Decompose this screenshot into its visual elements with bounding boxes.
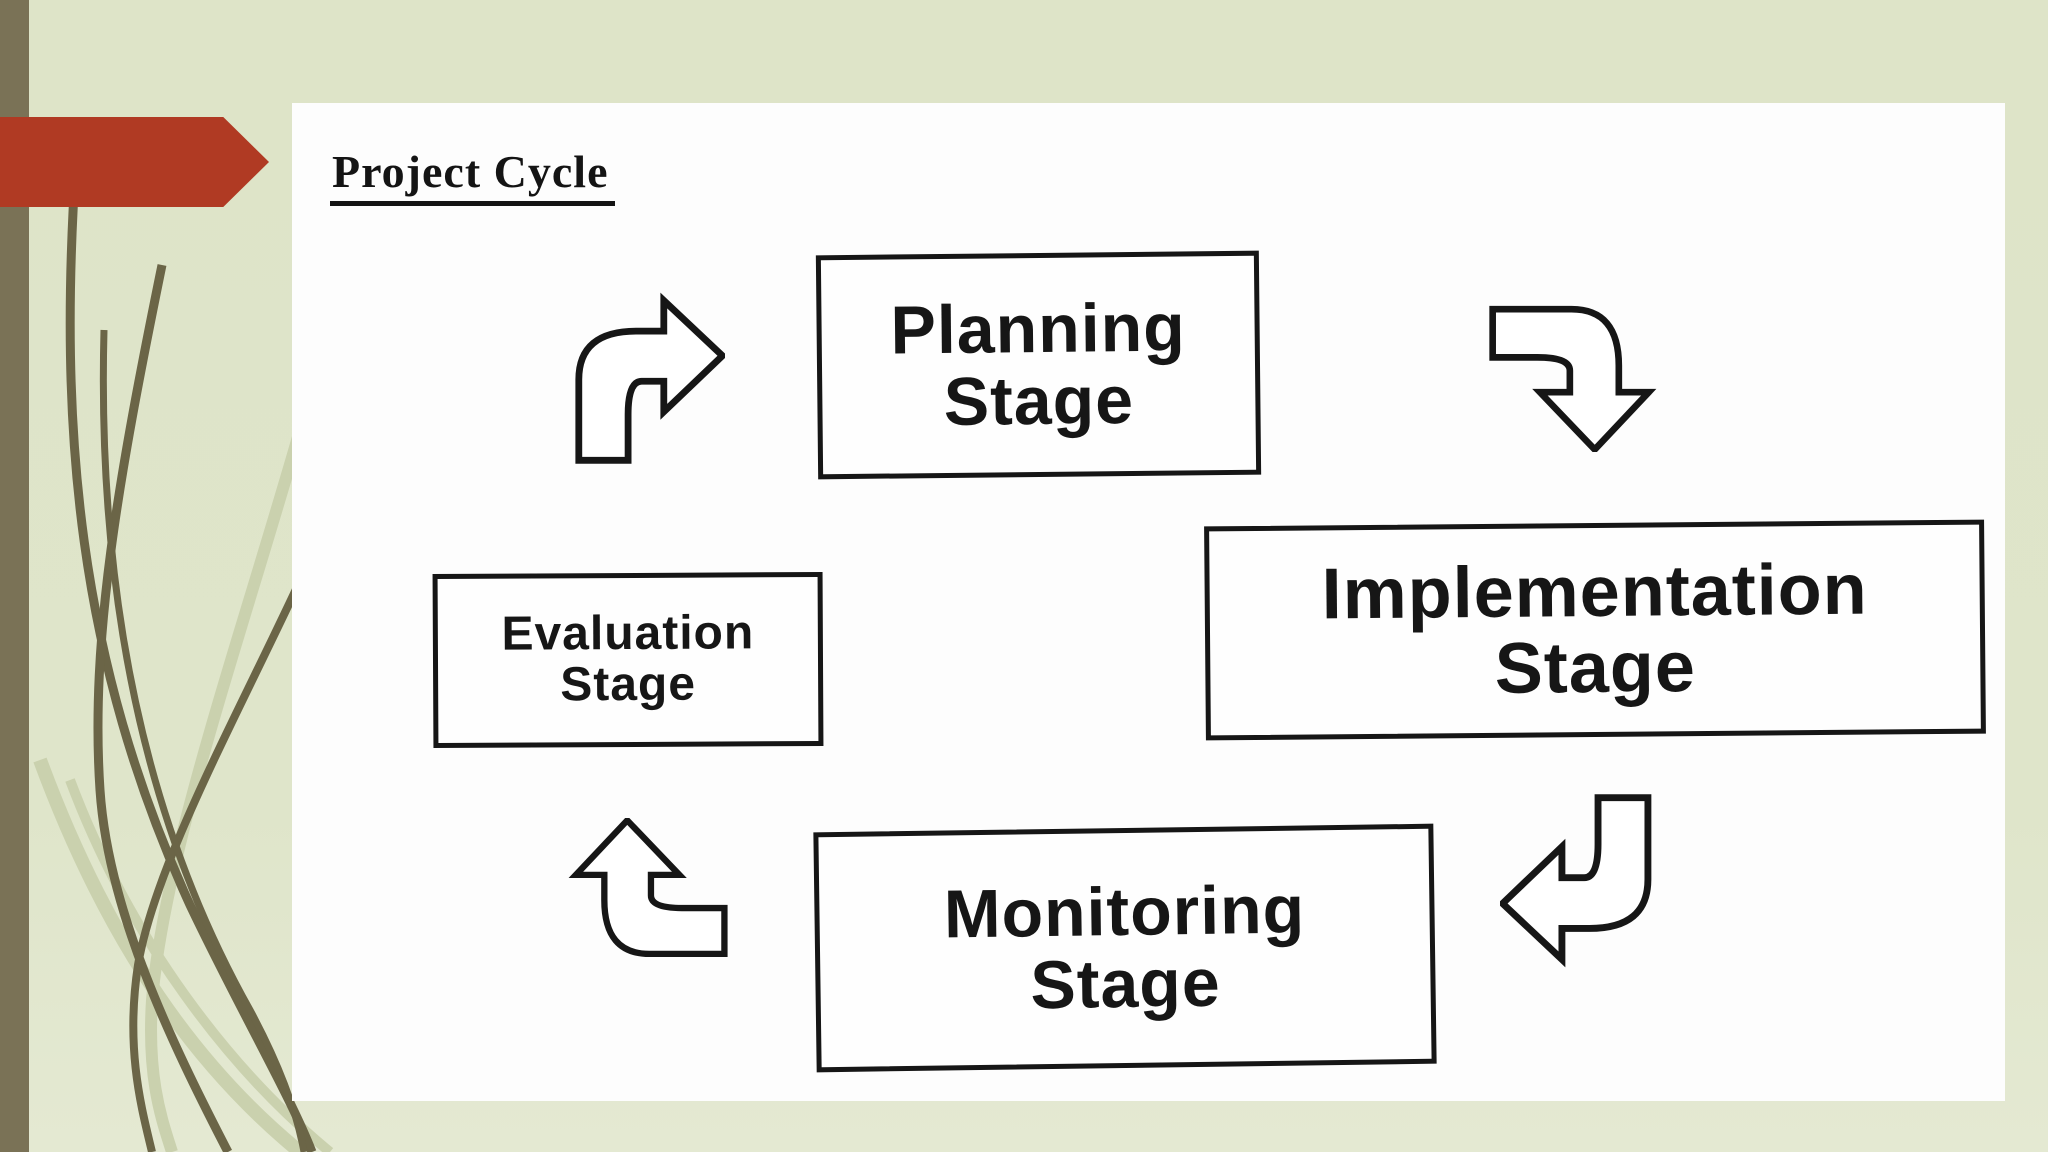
stage-label-line: Stage (1029, 944, 1222, 1024)
stage-label-line: Evaluation (501, 606, 755, 661)
stage-label-line: Monitoring (943, 871, 1306, 953)
scanned-diagram: Project Cycle Planning Stage Implementat… (292, 103, 2005, 1101)
curved-arrow-implementation-to-monitoring-icon (1500, 794, 1652, 968)
curved-arrow-planning-to-implementation-icon (1489, 305, 1657, 452)
stage-box-evaluation: Evaluation Stage (432, 571, 824, 749)
stage-box-monitoring: Monitoring Stage (813, 823, 1437, 1073)
stage-box-implementation: Implementation Stage (1204, 519, 1986, 741)
stage-label-line: Stage (943, 362, 1135, 440)
stage-label-line: Stage (1494, 627, 1697, 709)
stage-label-line: Implementation (1321, 549, 1869, 635)
stage-label-line: Stage (560, 657, 697, 712)
curved-arrow-evaluation-to-planning-icon (575, 292, 725, 464)
red-callout-arrow-icon (0, 117, 269, 207)
stage-box-planning: Planning Stage (815, 250, 1262, 480)
diagram-title: Project Cycle (330, 145, 615, 206)
curved-arrow-monitoring-to-evaluation-icon (568, 818, 728, 958)
stage-label-line: Planning (890, 289, 1187, 369)
